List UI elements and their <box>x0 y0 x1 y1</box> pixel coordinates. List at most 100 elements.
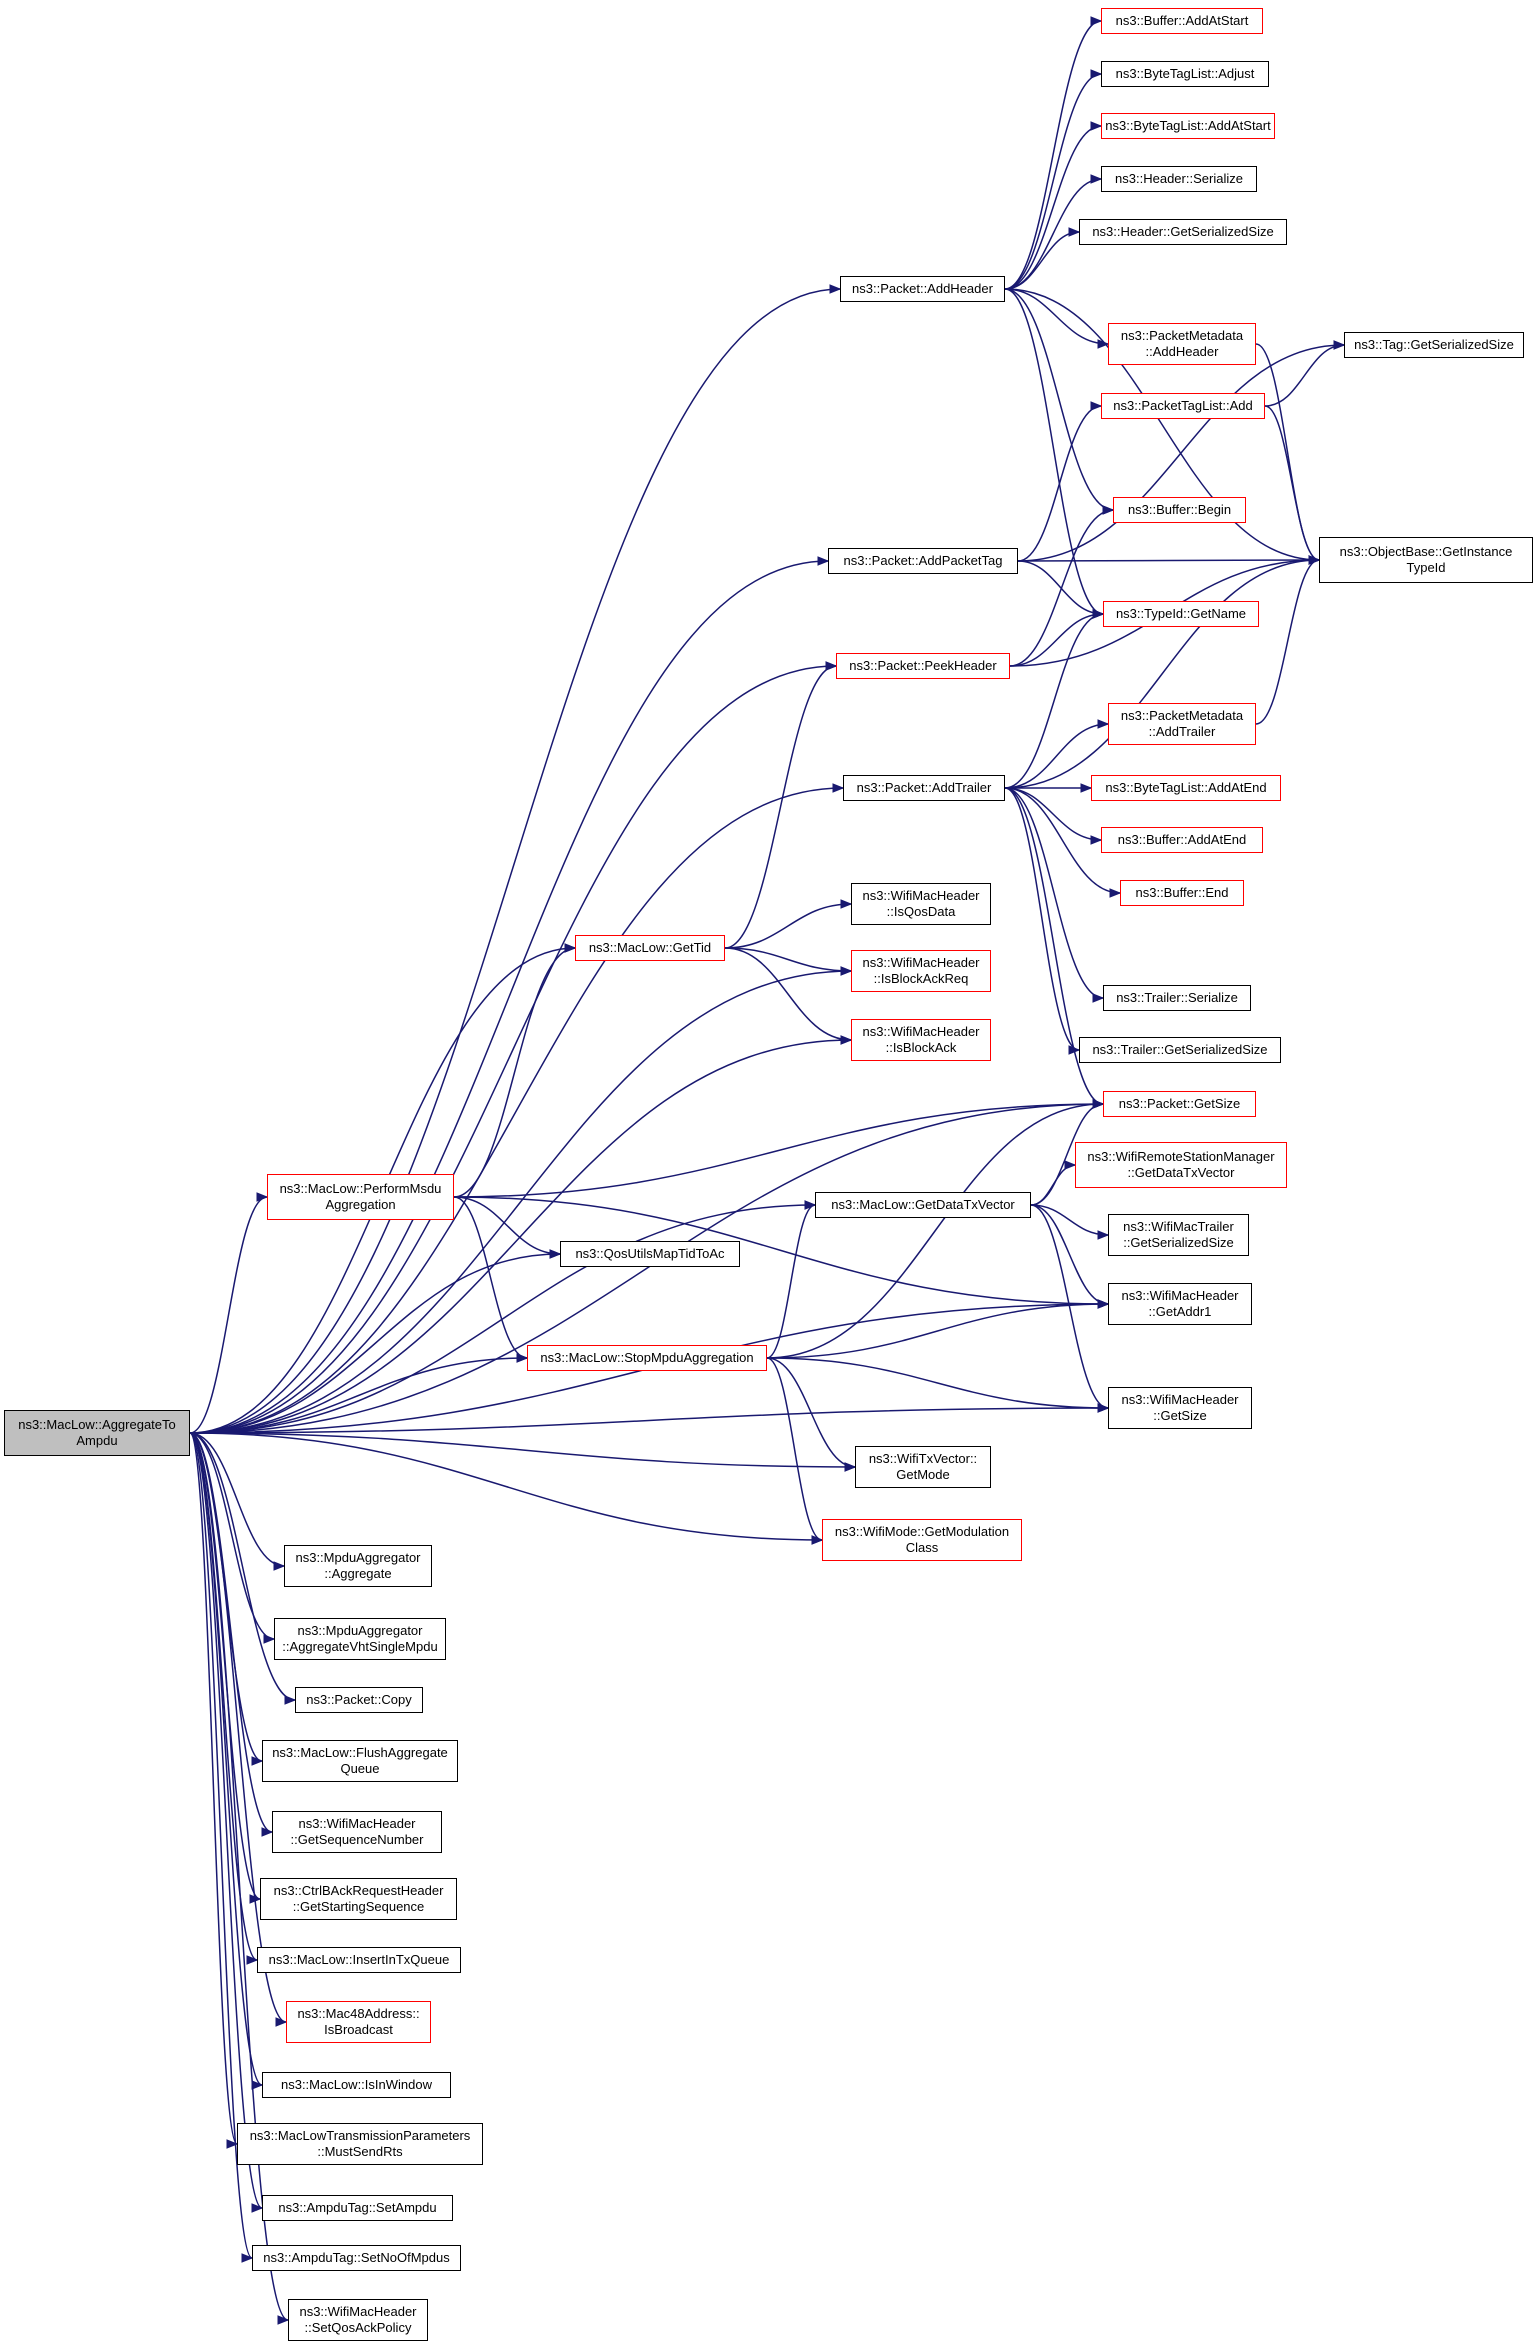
node-wmt-getsize[interactable]: ns3::WifiMacTrailer ::GetSerializedSize <box>1108 1214 1249 1256</box>
node-mustsendrts[interactable]: ns3::MacLowTransmissionParameters ::Must… <box>237 2123 483 2165</box>
node-ctrlbar[interactable]: ns3::CtrlBAckRequestHeader ::GetStarting… <box>260 1878 457 1920</box>
node-getseqnum[interactable]: ns3::WifiMacHeader ::GetSequenceNumber <box>272 1811 442 1853</box>
edge-addpackettag-to-tag_getsize <box>1017 344 1345 562</box>
node-setampdu[interactable]: ns3::AmpduTag::SetAmpdu <box>262 2195 453 2221</box>
arrowhead <box>251 2203 264 2213</box>
node-objbase[interactable]: ns3::ObjectBase::GetInstance TypeId <box>1319 537 1533 583</box>
node-typeid-getname[interactable]: ns3::TypeId::GetName <box>1103 601 1259 627</box>
node-pkt-copy[interactable]: ns3::Packet::Copy <box>295 1687 423 1713</box>
node-tag-getsize[interactable]: ns3::Tag::GetSerializedSize <box>1344 332 1524 358</box>
node-trl-serialize[interactable]: ns3::Trailer::Serialize <box>1103 985 1251 1011</box>
arrowhead <box>840 1035 853 1045</box>
edge-ptl_add-to-objbase <box>1264 405 1320 561</box>
node-btl-adjust[interactable]: ns3::ByteTagList::Adjust <box>1101 61 1269 87</box>
node-buf-addatstart[interactable]: ns3::Buffer::AddAtStart <box>1101 8 1263 34</box>
edge-addtrailer-to-typeid_getname <box>1004 613 1104 789</box>
node-isblockackreq[interactable]: ns3::WifiMacHeader ::IsBlockAckReq <box>851 950 991 992</box>
node-wrsm-getdata[interactable]: ns3::WifiRemoteStationManager ::GetDataT… <box>1075 1142 1287 1188</box>
node-getdatatx[interactable]: ns3::MacLow::GetDataTxVector <box>815 1192 1031 1218</box>
edge-peekheader-to-buf_begin <box>1009 509 1114 667</box>
edge-pm_addtrailer-to-objbase <box>1255 559 1320 725</box>
node-setnoofmpdus[interactable]: ns3::AmpduTag::SetNoOfMpdus <box>252 2245 461 2271</box>
node-addpackettag[interactable]: ns3::Packet::AddPacketTag <box>828 548 1018 574</box>
node-wmh-getsize[interactable]: ns3::WifiMacHeader ::GetSize <box>1108 1387 1252 1429</box>
edge-addtrailer-to-pkt_getsize <box>1004 787 1104 1105</box>
arrowhead <box>1308 555 1321 565</box>
node-isqosdata[interactable]: ns3::WifiMacHeader ::IsQosData <box>851 883 991 925</box>
arrowhead <box>1097 1299 1110 1309</box>
arrowhead <box>549 1249 562 1259</box>
node-wmh-getaddr1[interactable]: ns3::WifiMacHeader ::GetAddr1 <box>1108 1283 1252 1325</box>
node-mpdu-aggregate[interactable]: ns3::MpduAggregator ::Aggregate <box>284 1545 432 1587</box>
edge-addpackettag-to-typeid_getname <box>1017 560 1104 615</box>
node-peekheader[interactable]: ns3::Packet::PeekHeader <box>836 653 1010 679</box>
edge-root-to-mustsendrts <box>189 1432 238 2145</box>
arrowhead <box>273 1561 286 1571</box>
edge-root-to-wmh_getsize <box>189 1407 1109 1434</box>
edge-addheader-to-buf_addatstart <box>1004 20 1102 290</box>
edge-stopmpdu-to-pkt_getsize <box>766 1103 1104 1359</box>
node-trl-getsize[interactable]: ns3::Trailer::GetSerializedSize <box>1079 1037 1281 1063</box>
edge-root-to-getmodclass <box>189 1432 823 1541</box>
edge-gettid-to-peekheader <box>724 665 837 949</box>
node-ptl-add[interactable]: ns3::PacketTagList::Add <box>1101 393 1265 419</box>
arrowhead <box>1102 505 1115 515</box>
edge-root-to-qosutils <box>189 1253 561 1434</box>
node-stopmpdu[interactable]: ns3::MacLow::StopMpduAggregation <box>527 1345 767 1371</box>
arrowhead <box>275 2017 288 2027</box>
edge-root-to-getmode <box>189 1432 856 1468</box>
node-isblockack[interactable]: ns3::WifiMacHeader ::IsBlockAck <box>851 1019 991 1061</box>
node-hdr-serialize[interactable]: ns3::Header::Serialize <box>1101 166 1257 192</box>
arrowhead <box>516 1353 529 1363</box>
edge-root-to-setnoofmpdus <box>189 1432 253 2259</box>
node-btl-addatend[interactable]: ns3::ByteTagList::AddAtEnd <box>1091 775 1281 801</box>
node-pm-addheader[interactable]: ns3::PacketMetadata ::AddHeader <box>1108 323 1256 365</box>
edge-addheader-to-btl_adjust <box>1004 73 1102 290</box>
arrowhead <box>840 899 853 909</box>
node-gettid[interactable]: ns3::MacLow::GetTid <box>575 935 725 961</box>
arrowhead <box>1090 835 1103 845</box>
arrowhead <box>817 556 830 566</box>
arrowhead <box>829 284 842 294</box>
node-insertintx[interactable]: ns3::MacLow::InsertInTxQueue <box>257 1947 461 1973</box>
node-buf-end[interactable]: ns3::Buffer::End <box>1120 880 1244 906</box>
node-pkt-getsize[interactable]: ns3::Packet::GetSize <box>1103 1091 1256 1117</box>
arrowhead <box>825 661 838 671</box>
node-btl-addatstart[interactable]: ns3::ByteTagList::AddAtStart <box>1101 113 1275 139</box>
arrowhead <box>226 2139 239 2149</box>
node-mpdu-vht[interactable]: ns3::MpduAggregator ::AggregateVhtSingle… <box>274 1618 446 1660</box>
edge-root-to-isblockack <box>189 1039 852 1434</box>
node-pmsdu[interactable]: ns3::MacLow::PerformMsdu Aggregation <box>267 1174 454 1220</box>
node-buf-addatend[interactable]: ns3::Buffer::AddAtEnd <box>1101 827 1263 853</box>
edge-root-to-addpackettag <box>189 560 829 1434</box>
arrowhead <box>1064 1160 1077 1170</box>
edge-addpackettag-to-objbase <box>1017 559 1320 562</box>
arrowhead <box>1090 69 1103 79</box>
node-getmodclass[interactable]: ns3::WifiMode::GetModulation Class <box>822 1519 1022 1561</box>
edge-root-to-stopmpdu <box>189 1357 528 1434</box>
node-isbroadcast[interactable]: ns3::Mac48Address:: IsBroadcast <box>286 2001 431 2043</box>
node-hdr-getsize[interactable]: ns3::Header::GetSerializedSize <box>1079 219 1287 245</box>
node-addheader[interactable]: ns3::Packet::AddHeader <box>840 276 1005 302</box>
edge-peekheader-to-typeid_getname <box>1009 613 1104 667</box>
edge-pmsdu-to-wmh_getaddr1 <box>453 1196 1109 1305</box>
node-isinwindow[interactable]: ns3::MacLow::IsInWindow <box>262 2072 451 2098</box>
node-addtrailer[interactable]: ns3::Packet::AddTrailer <box>843 775 1005 801</box>
arrowhead <box>1333 340 1346 350</box>
node-qosutils[interactable]: ns3::QosUtilsMapTidToAc <box>560 1241 740 1267</box>
node-getmode[interactable]: ns3::WifiTxVector:: GetMode <box>855 1446 991 1488</box>
arrowhead <box>564 943 577 953</box>
edge-root-to-isbroadcast <box>189 1432 287 2023</box>
node-flushagg[interactable]: ns3::MacLow::FlushAggregate Queue <box>262 1740 458 1782</box>
edge-gettid-to-isblockackreq <box>724 947 852 972</box>
node-buf-begin[interactable]: ns3::Buffer::Begin <box>1113 497 1246 523</box>
edge-pmsdu-to-stopmpdu <box>453 1196 528 1359</box>
arrowhead <box>1092 1099 1105 1109</box>
node-setqosack[interactable]: ns3::WifiMacHeader ::SetQosAckPolicy <box>288 2299 428 2341</box>
arrowhead <box>844 1462 857 1472</box>
arrowhead <box>246 1955 259 1965</box>
edge-getdatatx-to-wmh_getsize <box>1030 1204 1109 1409</box>
edge-addheader-to-pm_addheader <box>1004 288 1109 345</box>
node-pm-addtrailer[interactable]: ns3::PacketMetadata ::AddTrailer <box>1108 703 1256 745</box>
